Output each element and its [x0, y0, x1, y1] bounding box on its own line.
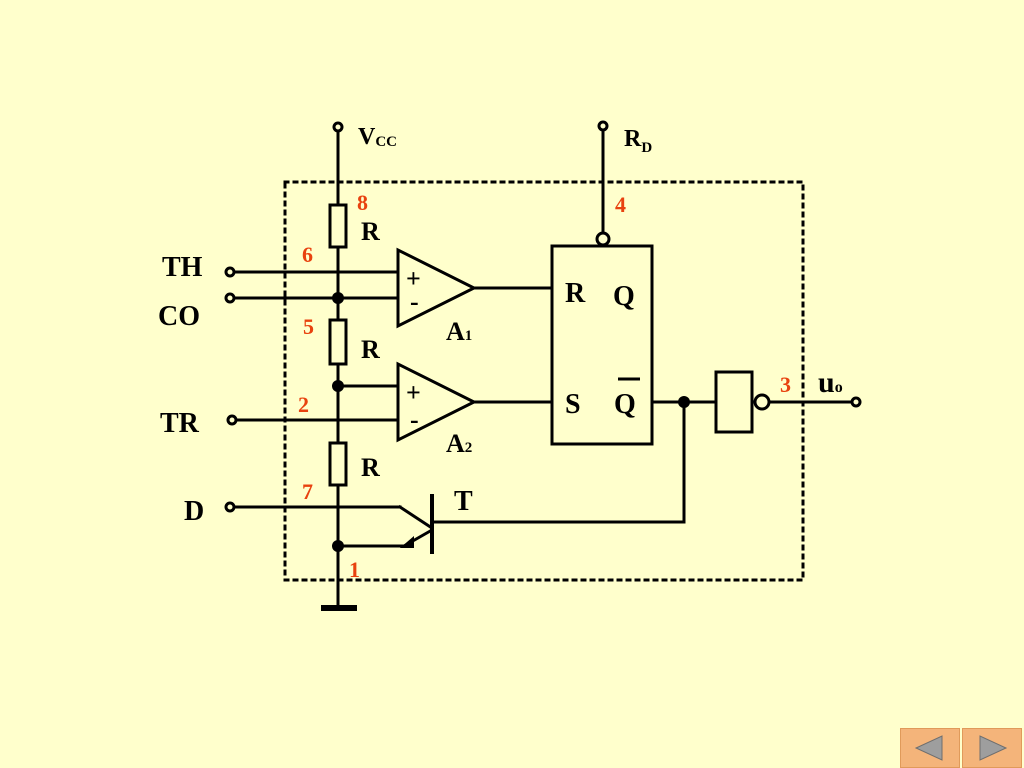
label-resistor-bottom: R [361, 453, 380, 482]
rd-inversion-bubble [595, 231, 611, 247]
pin-2: 2 [298, 392, 309, 417]
resistor-bottom [328, 441, 348, 487]
a2-plus: + [406, 378, 421, 407]
label-rd: RD [624, 126, 652, 156]
prev-button[interactable] [900, 728, 960, 768]
resistor-top [328, 203, 348, 249]
label-resistor-top: R [361, 217, 380, 246]
label-a1: A1 [446, 317, 472, 346]
comparator-a2 [396, 361, 478, 443]
pin-4: 4 [615, 192, 626, 217]
terminal-tr [226, 414, 238, 426]
next-button[interactable] [962, 728, 1022, 768]
label-d: D [184, 496, 204, 527]
label-transistor: T [454, 486, 473, 517]
label-vcc: VCC [358, 124, 397, 150]
ff-s: S [565, 389, 581, 420]
pin-5: 5 [303, 314, 314, 339]
terminal-rd [597, 120, 609, 132]
ff-q: Q [613, 281, 635, 312]
pin-7: 7 [302, 479, 313, 504]
label-co: CO [158, 301, 200, 332]
a1-minus: - [410, 287, 419, 316]
a1-plus: + [406, 264, 421, 293]
triangle-left-icon [914, 735, 943, 761]
label-a2: A2 [446, 429, 472, 458]
junction-dot [332, 540, 344, 552]
resistor-middle [328, 318, 348, 366]
pin-3: 3 [780, 372, 791, 397]
output-inverter [714, 370, 754, 434]
inverter-bubble [753, 393, 771, 411]
junction-dot [332, 380, 344, 392]
junction-dot [332, 292, 344, 304]
label-th: TH [162, 252, 203, 283]
label-tr: TR [160, 408, 200, 439]
ff-qbar: Q [614, 389, 636, 420]
triangle-right-icon [979, 735, 1008, 761]
terminal-uo [850, 396, 862, 408]
label-resistor-middle: R [361, 335, 380, 364]
terminal-co [224, 292, 236, 304]
terminal-th [224, 266, 236, 278]
pin-1: 1 [349, 557, 360, 582]
comparator-a1 [396, 247, 478, 329]
chip-boundary [283, 180, 805, 582]
junction-dot [678, 396, 690, 408]
pin-8: 8 [357, 190, 368, 215]
transistor-emitter-arrow [400, 536, 414, 548]
a2-minus: - [410, 405, 419, 434]
pin-6: 6 [302, 242, 313, 267]
terminal-d [224, 501, 236, 513]
label-uo: uo [818, 366, 843, 399]
terminal-vcc [332, 121, 344, 133]
ff-r: R [565, 278, 586, 309]
